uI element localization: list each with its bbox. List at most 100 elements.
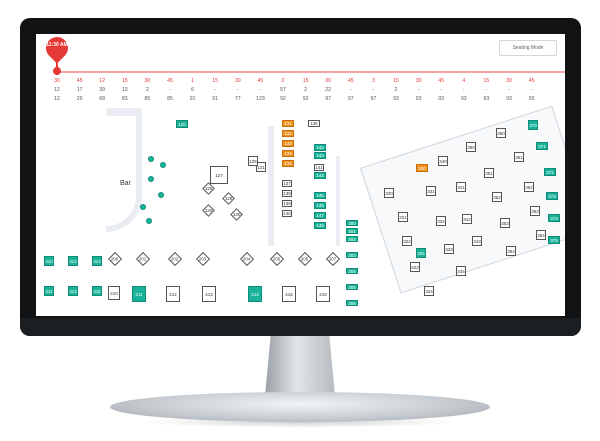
table-314[interactable]: 314 xyxy=(92,256,102,266)
table-137[interactable]: 137 xyxy=(282,180,292,187)
table-210[interactable]: 210 xyxy=(108,286,120,300)
table-370[interactable]: 370 xyxy=(528,120,538,130)
table-138[interactable]: 138 xyxy=(282,190,292,197)
table-label: 334 xyxy=(457,268,465,274)
table-142[interactable]: 142 xyxy=(314,144,326,151)
seating-mode-button[interactable]: Seating Mode xyxy=(499,40,557,56)
table-373[interactable]: 373 xyxy=(546,192,558,200)
table-130[interactable]: 130 xyxy=(230,208,243,221)
table-134[interactable]: 134 xyxy=(282,150,294,157)
table-343[interactable]: 343 xyxy=(472,236,482,246)
table-143[interactable]: 143 xyxy=(314,152,326,159)
table-350[interactable]: 350 xyxy=(466,142,476,152)
table-315[interactable]: 315 xyxy=(92,286,102,296)
timeline-cell: 45 xyxy=(76,78,83,84)
table-216[interactable]: 216 xyxy=(316,286,330,302)
table-325[interactable]: 325 xyxy=(416,248,426,258)
table-340[interactable]: 340 xyxy=(438,156,448,166)
table-304[interactable]: 304 xyxy=(346,268,358,274)
table-324[interactable]: 324 xyxy=(424,286,434,296)
table-213[interactable]: 213 xyxy=(202,286,216,302)
table-313[interactable]: 313 xyxy=(68,286,78,296)
table-131[interactable]: 131 xyxy=(282,120,294,127)
table-341[interactable]: 341 xyxy=(456,182,466,192)
table-300[interactable]: 300 xyxy=(346,220,358,226)
bar-stool[interactable] xyxy=(158,192,164,198)
timeline-track[interactable] xyxy=(56,71,565,73)
table-126[interactable]: 126 xyxy=(202,182,215,195)
table-120[interactable]: 120 xyxy=(176,120,188,128)
bar-stool[interactable] xyxy=(146,218,152,224)
table-372[interactable]: 372 xyxy=(544,168,556,176)
table-205[interactable]: 205 xyxy=(269,251,285,267)
table-140[interactable]: 140 xyxy=(282,210,292,217)
table-128[interactable]: 128 xyxy=(222,192,235,205)
timeline-cell: 30 xyxy=(54,78,60,84)
bar-stool[interactable] xyxy=(160,162,166,168)
table-303[interactable]: 303 xyxy=(346,252,358,258)
bar-stool[interactable] xyxy=(148,156,154,162)
table-305[interactable]: 305 xyxy=(346,284,358,290)
table-361[interactable]: 361 xyxy=(514,152,524,162)
table-200[interactable]: 200 xyxy=(107,251,123,267)
table-374[interactable]: 374 xyxy=(548,214,560,222)
table-353[interactable]: 353 xyxy=(500,218,510,228)
table-129[interactable]: 129 xyxy=(202,204,215,217)
table-127[interactable]: 127 xyxy=(210,166,228,184)
table-311[interactable]: 311 xyxy=(44,286,54,296)
table-203[interactable]: 203 xyxy=(195,251,211,267)
table-321[interactable]: 321 xyxy=(398,212,408,222)
table-360[interactable]: 360 xyxy=(496,128,506,138)
table-132[interactable]: 132 xyxy=(282,130,294,137)
table-135[interactable]: 135 xyxy=(282,160,294,167)
table-204[interactable]: 204 xyxy=(239,251,255,267)
table-144[interactable]: 144 xyxy=(314,172,326,179)
table-201[interactable]: 201 xyxy=(135,251,151,267)
table-211[interactable]: 211 xyxy=(132,286,146,302)
table-342[interactable]: 342 xyxy=(462,214,472,224)
table-310[interactable]: 310 xyxy=(44,256,54,266)
table-148[interactable]: 148 xyxy=(314,222,326,229)
table-215[interactable]: 215 xyxy=(282,286,296,302)
timeline-cell: 2 xyxy=(394,87,398,93)
table-351[interactable]: 351 xyxy=(484,168,494,178)
table-322[interactable]: 322 xyxy=(402,236,412,246)
table-146[interactable]: 146 xyxy=(314,202,326,209)
table-139[interactable]: 139 xyxy=(282,200,292,207)
table-352[interactable]: 352 xyxy=(492,192,502,202)
table-363[interactable]: 363 xyxy=(530,206,540,216)
table-323[interactable]: 323 xyxy=(410,262,420,272)
bar-stool[interactable] xyxy=(148,176,154,182)
table-332[interactable]: 332 xyxy=(436,216,446,226)
table-362[interactable]: 362 xyxy=(524,182,534,192)
table-302[interactable]: 302 xyxy=(346,236,358,242)
table-214[interactable]: 214 xyxy=(248,286,262,302)
bar-stool[interactable] xyxy=(140,204,146,210)
table-141[interactable]: 141 xyxy=(314,164,324,171)
table-333[interactable]: 333 xyxy=(444,244,454,254)
table-330[interactable]: 330 xyxy=(416,164,428,172)
table-133[interactable]: 133 xyxy=(282,140,294,147)
table-320[interactable]: 320 xyxy=(384,188,394,198)
table-371[interactable]: 371 xyxy=(536,142,548,150)
table-145[interactable]: 145 xyxy=(314,192,326,199)
table-121[interactable]: 121 xyxy=(256,162,266,172)
table-306[interactable]: 306 xyxy=(346,300,358,306)
table-125[interactable]: 125 xyxy=(248,156,258,166)
table-312[interactable]: 312 xyxy=(68,256,78,266)
table-331[interactable]: 331 xyxy=(426,186,436,196)
table-364[interactable]: 364 xyxy=(536,230,546,240)
table-301[interactable]: 301 xyxy=(346,228,358,234)
table-136[interactable]: 136 xyxy=(308,120,320,127)
table-354[interactable]: 354 xyxy=(506,246,516,256)
time-pin-handle[interactable] xyxy=(53,67,61,75)
table-206[interactable]: 206 xyxy=(297,251,313,267)
table-212[interactable]: 212 xyxy=(166,286,180,302)
table-334[interactable]: 334 xyxy=(456,266,466,276)
table-147[interactable]: 147 xyxy=(314,212,326,219)
table-207[interactable]: 207 xyxy=(325,251,341,267)
timeline-cell: 97 xyxy=(370,96,377,102)
table-202[interactable]: 202 xyxy=(167,251,183,267)
table-375[interactable]: 375 xyxy=(548,236,560,244)
timeline-cell: 83 xyxy=(121,96,128,102)
